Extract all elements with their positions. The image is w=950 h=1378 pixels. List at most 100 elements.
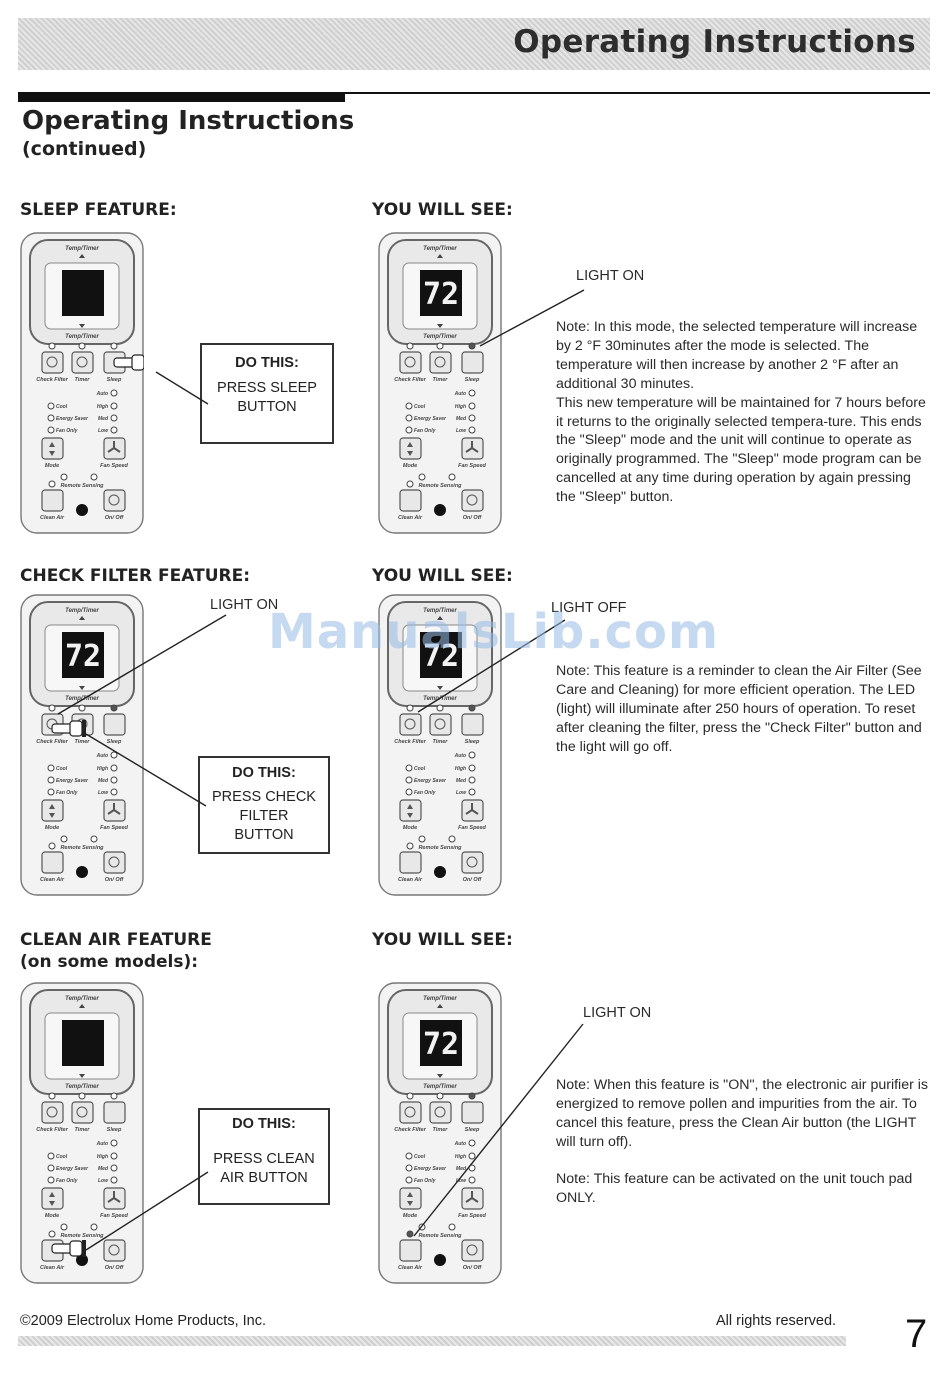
check-filter-button bbox=[399, 1101, 422, 1124]
power-icon bbox=[108, 856, 120, 868]
timer-label: Timer bbox=[433, 377, 449, 383]
clean-air-button bbox=[41, 851, 64, 874]
timer-button bbox=[71, 351, 94, 374]
high-label: High bbox=[97, 766, 108, 772]
remote-sensing-led-left bbox=[418, 473, 426, 481]
check-filter-led bbox=[406, 1092, 414, 1100]
cool-led bbox=[405, 402, 413, 410]
down-arrow-icon bbox=[437, 324, 443, 328]
fan-only-label: Fan Only bbox=[56, 1178, 78, 1184]
cool-led bbox=[405, 1152, 413, 1160]
clean-air-label: Clean Air bbox=[40, 515, 65, 521]
temp-timer-label: Temp/Timer bbox=[423, 1084, 457, 1090]
high-label: High bbox=[455, 766, 466, 772]
temp-timer-label: Temp/Timer bbox=[65, 996, 99, 1002]
sleep-led bbox=[110, 704, 118, 712]
temp-timer-label: Temp/Timer bbox=[423, 608, 457, 614]
on-off-label: On/ Off bbox=[105, 1265, 125, 1271]
timer-led bbox=[78, 342, 86, 350]
timer-label: Timer bbox=[75, 739, 91, 745]
sleep-label: Sleep bbox=[465, 1127, 480, 1133]
sleep-label: Sleep bbox=[107, 1127, 122, 1133]
temp-timer-label: Temp/Timer bbox=[423, 696, 457, 702]
remote-sensor-dot bbox=[76, 504, 88, 516]
clean-air-note: Note: When this feature is "ON", the ele… bbox=[556, 1076, 928, 1207]
display-screen bbox=[420, 270, 462, 316]
sleep-led bbox=[110, 1092, 118, 1100]
timer-led bbox=[78, 704, 86, 712]
clean-air-led bbox=[48, 1230, 56, 1238]
energy-saver-label: Energy Saver bbox=[414, 778, 447, 784]
sleep-led bbox=[468, 342, 476, 350]
clock-icon bbox=[76, 1106, 88, 1118]
up-arrow-icon bbox=[79, 1004, 85, 1008]
check-filter-light-off-label: LIGHT OFF bbox=[551, 600, 627, 616]
check-filter-button bbox=[41, 1101, 64, 1124]
power-icon bbox=[108, 494, 120, 506]
med-led bbox=[110, 1164, 118, 1172]
sleep-led bbox=[110, 342, 118, 350]
fan-only-label: Fan Only bbox=[414, 790, 436, 796]
auto-label: Auto bbox=[454, 1141, 466, 1147]
check-filter-led bbox=[406, 342, 414, 350]
on-off-label: On/ Off bbox=[463, 1265, 483, 1271]
on-off-button bbox=[461, 1239, 484, 1262]
check-filter-do-this-line: PRESS CHECK bbox=[212, 789, 316, 805]
down-arrow-icon bbox=[79, 324, 85, 328]
pointing-hand-icon bbox=[51, 1240, 86, 1257]
med-label: Med bbox=[456, 1166, 467, 1172]
mode-label: Mode bbox=[45, 463, 59, 469]
cool-label: Cool bbox=[56, 404, 68, 410]
fan-only-led bbox=[405, 788, 413, 796]
fan-only-label: Fan Only bbox=[56, 790, 78, 796]
low-led bbox=[110, 788, 118, 796]
check-filter-led bbox=[48, 342, 56, 350]
display-screen bbox=[62, 632, 104, 678]
clean-air-feature-sublabel: (on some models): bbox=[20, 952, 199, 972]
clean-air-light-on-line bbox=[413, 1023, 584, 1237]
clean-air-note-paragraph: Note: When this feature is "ON", the ele… bbox=[556, 1077, 928, 1150]
mode-arrows-icon bbox=[49, 804, 55, 818]
remote-sensing-led-left bbox=[418, 835, 426, 843]
mode-arrows-icon bbox=[49, 1192, 55, 1206]
timer-label: Timer bbox=[75, 1127, 91, 1133]
hand-cuff bbox=[82, 720, 86, 737]
check-filter-do-this-box: DO THIS: PRESS CHECK FILTER BUTTON bbox=[198, 756, 330, 854]
up-arrow-icon bbox=[437, 254, 443, 258]
med-led bbox=[468, 414, 476, 422]
energy-saver-led bbox=[405, 776, 413, 784]
remote-sensing-led-right bbox=[448, 1223, 456, 1231]
energy-saver-led bbox=[405, 414, 413, 422]
clean-air-led bbox=[48, 480, 56, 488]
display-temperature: 72 bbox=[65, 639, 101, 674]
energy-saver-label: Energy Saver bbox=[56, 416, 89, 422]
clean-air-feature-label: CLEAN AIR FEATURE bbox=[20, 930, 212, 950]
footer-copyright: ©2009 Electrolux Home Products, Inc. bbox=[20, 1313, 267, 1329]
check-filter-label: Check Filter bbox=[394, 377, 426, 383]
on-off-button bbox=[461, 489, 484, 512]
hand-cuff bbox=[82, 1240, 86, 1257]
clean-air-pointer-line bbox=[85, 1171, 209, 1251]
clock-icon bbox=[434, 1106, 446, 1118]
page-title: Operating Instructions bbox=[22, 106, 355, 136]
clock-icon bbox=[434, 718, 446, 730]
on-off-label: On/ Off bbox=[105, 877, 125, 883]
med-led bbox=[468, 776, 476, 784]
clean-air-button bbox=[41, 489, 64, 512]
up-arrow-icon bbox=[437, 616, 443, 620]
fan-icon bbox=[465, 441, 479, 453]
mode-arrows-icon bbox=[49, 442, 55, 456]
remote-sensor-dot bbox=[434, 1254, 446, 1266]
low-led bbox=[110, 426, 118, 434]
high-label: High bbox=[455, 404, 466, 410]
sleep-label: Sleep bbox=[465, 377, 480, 383]
cool-led bbox=[47, 764, 55, 772]
display-screen bbox=[420, 1020, 462, 1066]
clean-air-button bbox=[399, 851, 422, 874]
mode-label: Mode bbox=[45, 1213, 59, 1219]
cool-label: Cool bbox=[414, 766, 426, 772]
